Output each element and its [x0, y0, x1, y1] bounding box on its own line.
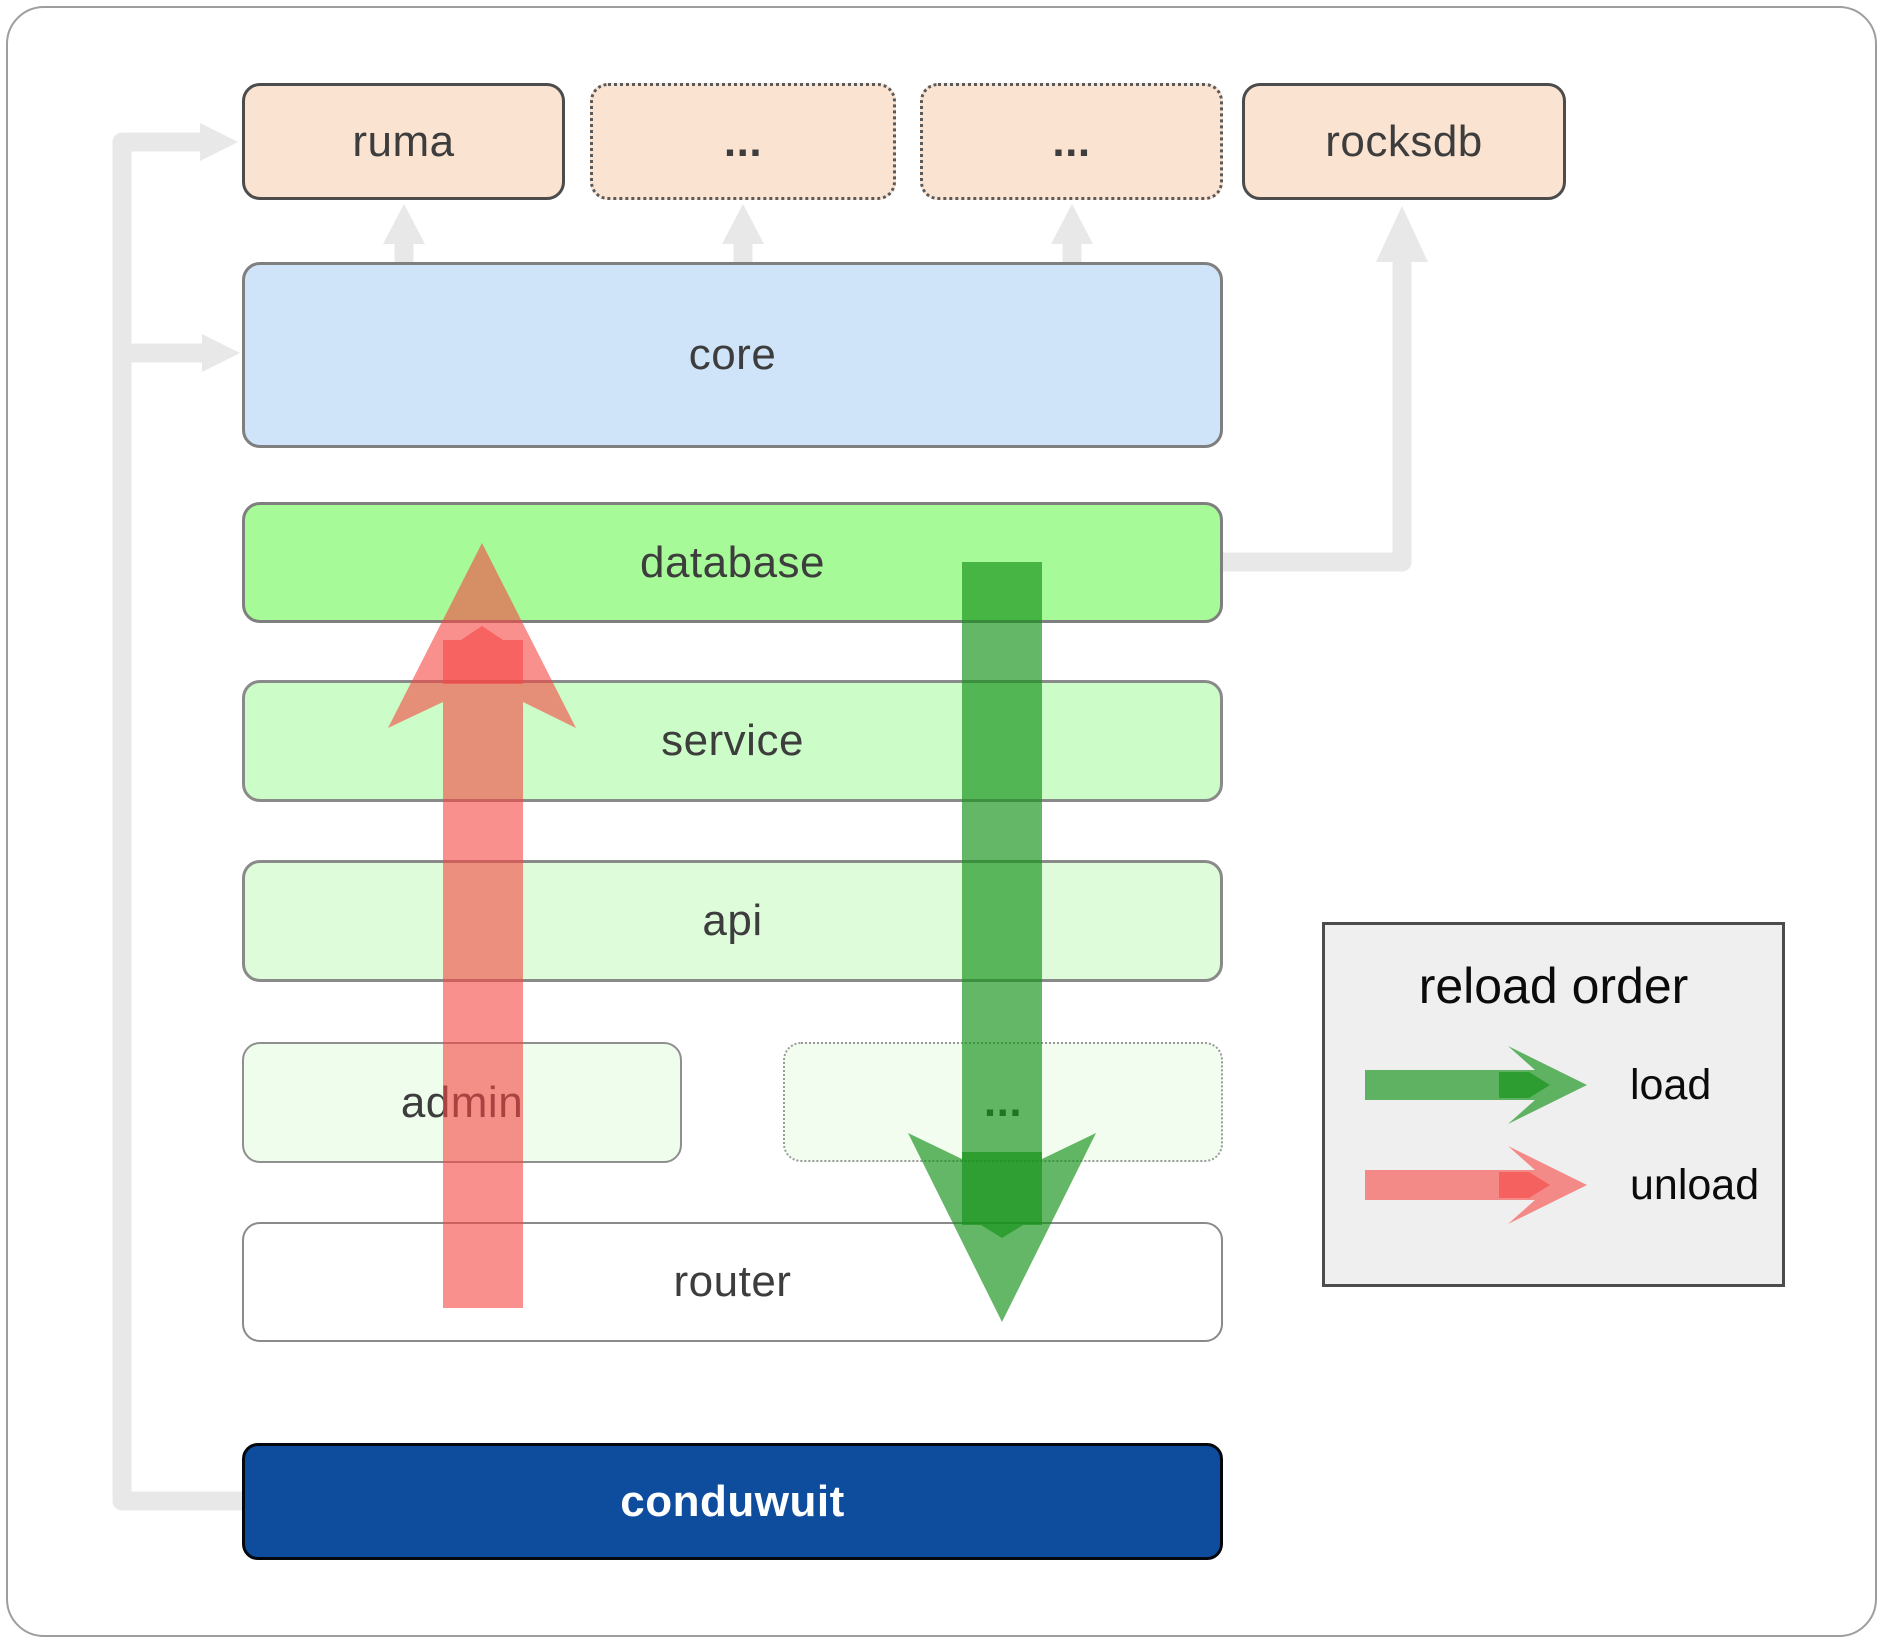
box-more-right: ... — [920, 83, 1223, 200]
box-more-left: ... — [590, 83, 896, 200]
box-admin-more: ... — [783, 1042, 1223, 1162]
box-ruma-label: ruma — [352, 116, 455, 166]
box-service: service — [242, 680, 1223, 802]
box-ruma: ruma — [242, 83, 565, 200]
box-database-label: database — [639, 537, 826, 587]
box-admin-more-label: ... — [983, 1077, 1023, 1126]
legend-row-load: load — [1365, 1043, 1711, 1127]
box-more-left-label: ... — [723, 116, 763, 166]
box-core: core — [242, 262, 1223, 448]
box-database: database — [242, 502, 1223, 623]
legend-title: reload order — [1418, 958, 1689, 1014]
box-router: router — [242, 1222, 1223, 1342]
legend-row-unload: unload — [1365, 1143, 1759, 1227]
box-api-label: api — [702, 896, 763, 945]
box-conduwuit-label: conduwuit — [620, 1476, 845, 1526]
box-admin-label: admin — [400, 1077, 524, 1127]
box-core-label: core — [688, 330, 777, 379]
box-rocksdb-label: rocksdb — [1325, 116, 1483, 166]
box-router-label: router — [673, 1257, 792, 1306]
box-admin: admin — [242, 1042, 682, 1163]
box-api: api — [242, 860, 1223, 982]
legend-unload-label: unload — [1630, 1160, 1760, 1209]
load-legend-arrow-icon — [1365, 1046, 1587, 1124]
diagram-outer-frame — [6, 6, 1877, 1637]
unload-legend-arrow-icon — [1365, 1146, 1587, 1224]
box-service-label: service — [661, 716, 804, 765]
box-conduwuit: conduwuit — [242, 1443, 1223, 1560]
box-rocksdb: rocksdb — [1242, 83, 1566, 200]
box-more-right-label: ... — [1052, 116, 1091, 166]
legend: reload order load unload — [1322, 922, 1785, 1287]
legend-load-label: load — [1630, 1060, 1712, 1109]
